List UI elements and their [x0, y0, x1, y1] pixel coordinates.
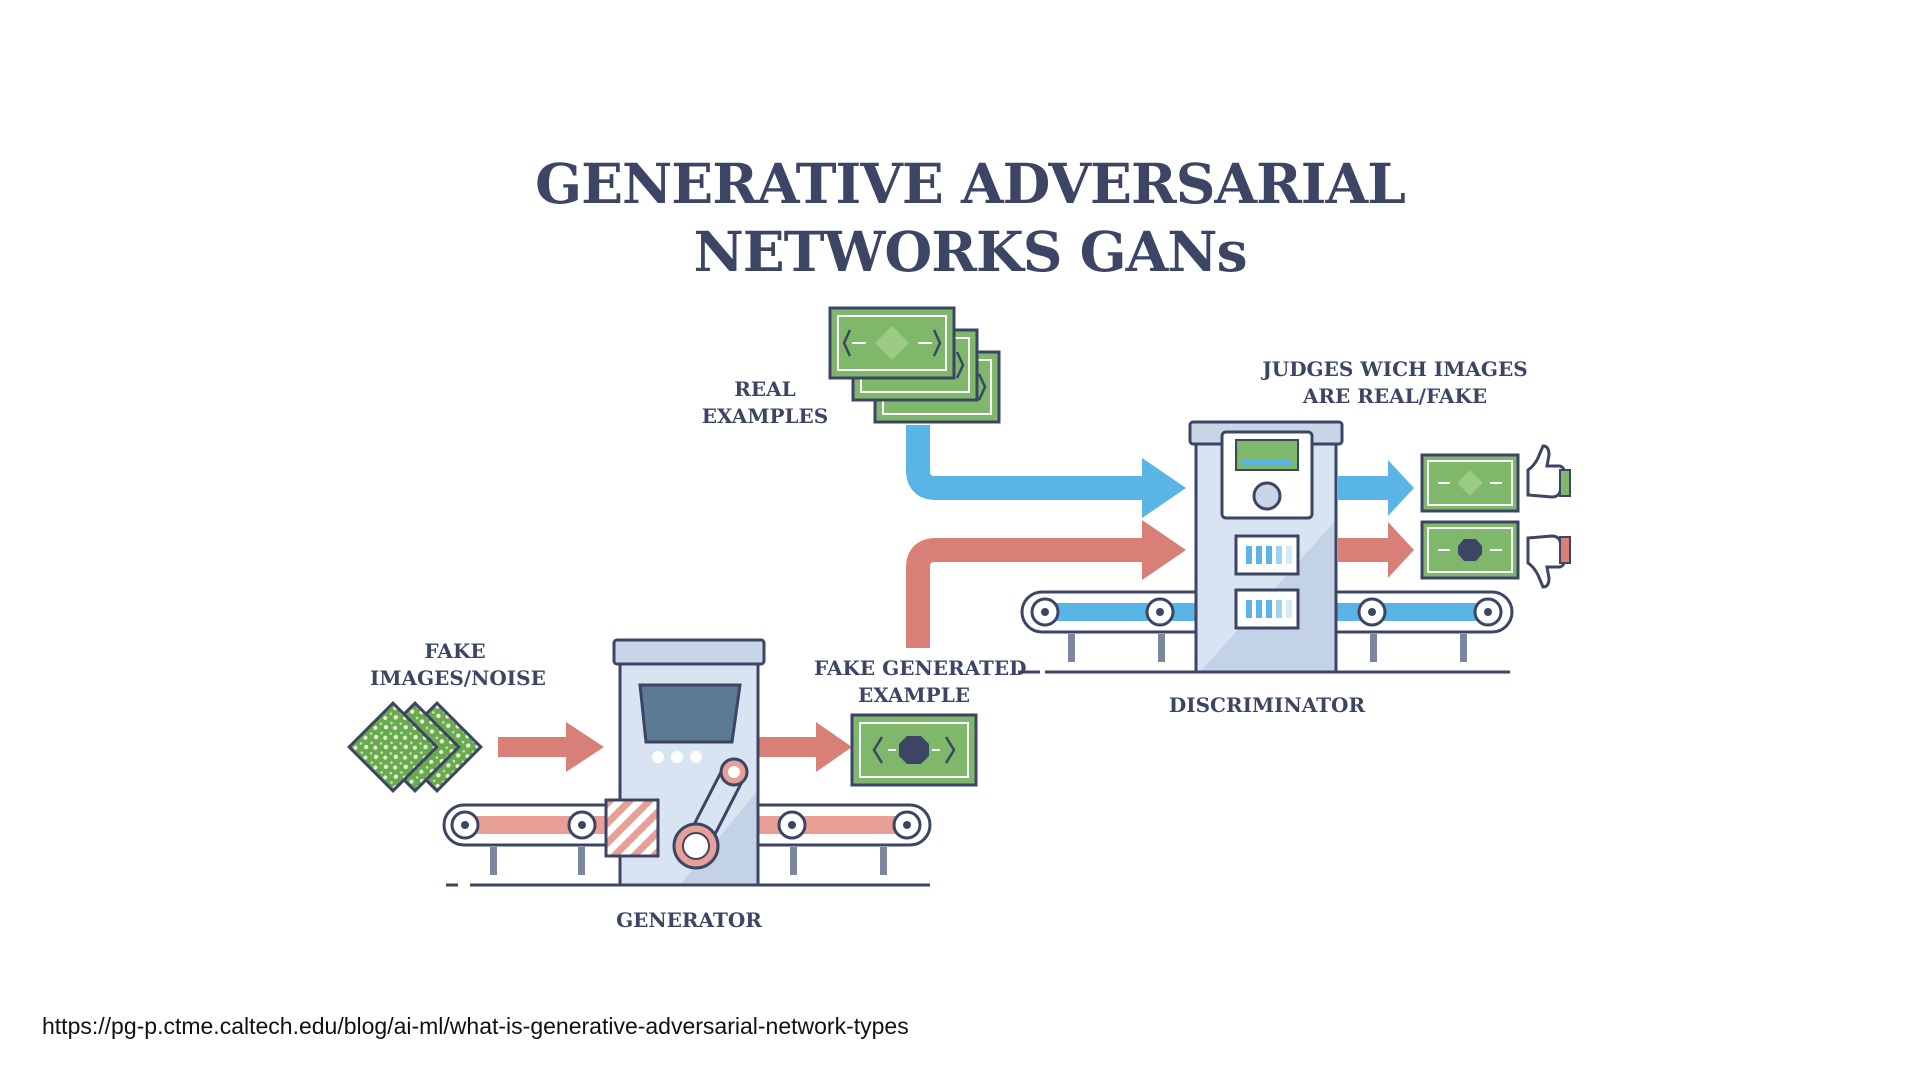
judges-line-2: ARE REAL/FAKE — [1302, 384, 1488, 408]
real-examples-label: REAL EXAMPLES — [700, 376, 830, 430]
judges-line-1: JUDGES WICH IMAGES — [1262, 357, 1528, 381]
real-money-stack — [828, 306, 1001, 424]
discriminator-machine — [1020, 420, 1514, 674]
generator-label: GENERATOR — [616, 908, 762, 932]
title-line-2: NETWORKS GANs — [693, 219, 1247, 284]
page-title: GENERATIVE ADVERSARIAL NETWORKS GANs — [0, 150, 1920, 286]
thumbs-down-icon — [1526, 534, 1571, 589]
fake-noise-line-2: IMAGES/NOISE — [370, 666, 546, 690]
source-url[interactable]: https://pg-p.ctme.caltech.edu/blog/ai-ml… — [42, 1013, 909, 1039]
noise-images-icon — [347, 701, 483, 793]
thumbs-up-icon — [1526, 444, 1571, 499]
generator-machine — [347, 638, 932, 887]
fake-noise-line-1: FAKE — [424, 639, 486, 663]
fake-generated-label: FAKE GENERATED EXAMPLE — [814, 655, 1027, 709]
fake-generated-line-2: EXAMPLE — [857, 683, 971, 707]
fake-data-arrow — [906, 538, 1148, 648]
fake-generated-bill — [850, 713, 978, 787]
title-line-1: GENERATIVE ADVERSARIAL — [535, 151, 1406, 216]
discriminator-label: DISCRIMINATOR — [1168, 693, 1366, 717]
judged-real-bill — [1420, 453, 1520, 513]
real-data-arrow — [906, 425, 1148, 500]
real-examples-line-1: REAL — [734, 377, 796, 401]
fake-generated-line-1: FAKE GENERATED — [814, 656, 1027, 680]
judges-label: JUDGES WICH IMAGES ARE REAL/FAKE — [1260, 356, 1530, 410]
fake-noise-label: FAKE IMAGES/NOISE — [370, 638, 546, 692]
judged-fake-bill — [1420, 520, 1520, 580]
real-examples-line-2: EXAMPLES — [701, 404, 829, 428]
